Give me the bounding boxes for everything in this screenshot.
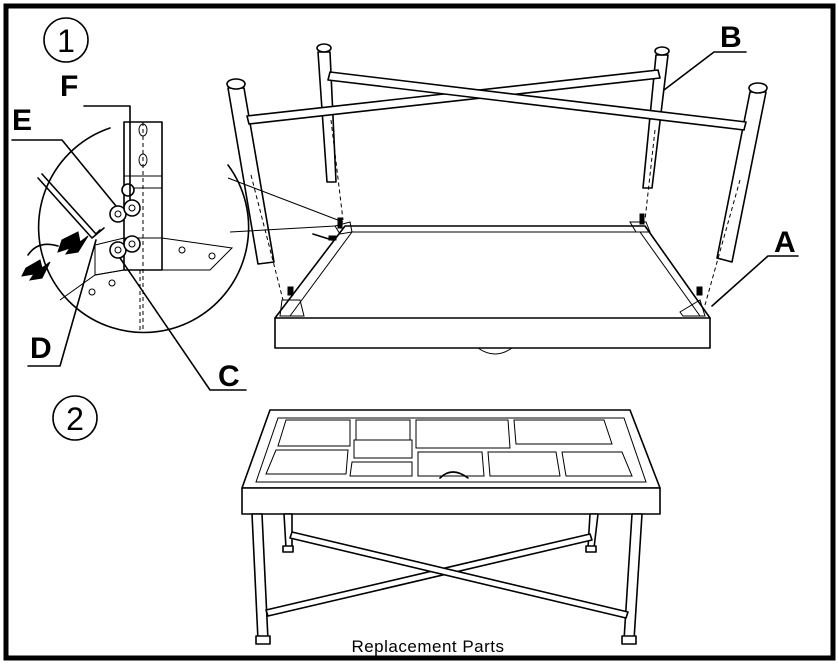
arrow-icon xyxy=(57,231,89,255)
label-d: D xyxy=(27,239,97,367)
label-a-text: A xyxy=(774,226,796,259)
diagram-frame xyxy=(3,3,836,661)
label-b: B xyxy=(663,21,747,91)
label-f: F xyxy=(60,70,131,201)
step-1-circle xyxy=(43,17,89,63)
label-c-text: C xyxy=(218,360,240,393)
step-2: 2 xyxy=(52,395,661,656)
label-c: C xyxy=(119,257,247,393)
label-a: A xyxy=(711,226,799,307)
detail-zoom xyxy=(21,121,344,334)
label-e-text: E xyxy=(12,104,32,137)
caption-text: Replacement Parts xyxy=(351,637,504,656)
cross-braces xyxy=(246,69,747,131)
bolt-f-washer xyxy=(123,199,141,217)
label-b-text: B xyxy=(720,21,742,54)
table-legs xyxy=(226,43,768,306)
assembled-table xyxy=(241,409,661,645)
step-1: 1 xyxy=(11,17,799,393)
step-2-circle xyxy=(52,395,98,441)
step-1-number: 1 xyxy=(57,23,75,59)
table-frame-base xyxy=(274,221,711,355)
label-e: E xyxy=(11,104,117,207)
compartment-grid xyxy=(265,419,633,479)
label-d-text: D xyxy=(30,332,52,365)
arrow-icon xyxy=(21,259,51,281)
corner-fasteners xyxy=(287,213,703,296)
step-2-number: 2 xyxy=(66,401,84,437)
label-f-text: F xyxy=(60,70,78,103)
